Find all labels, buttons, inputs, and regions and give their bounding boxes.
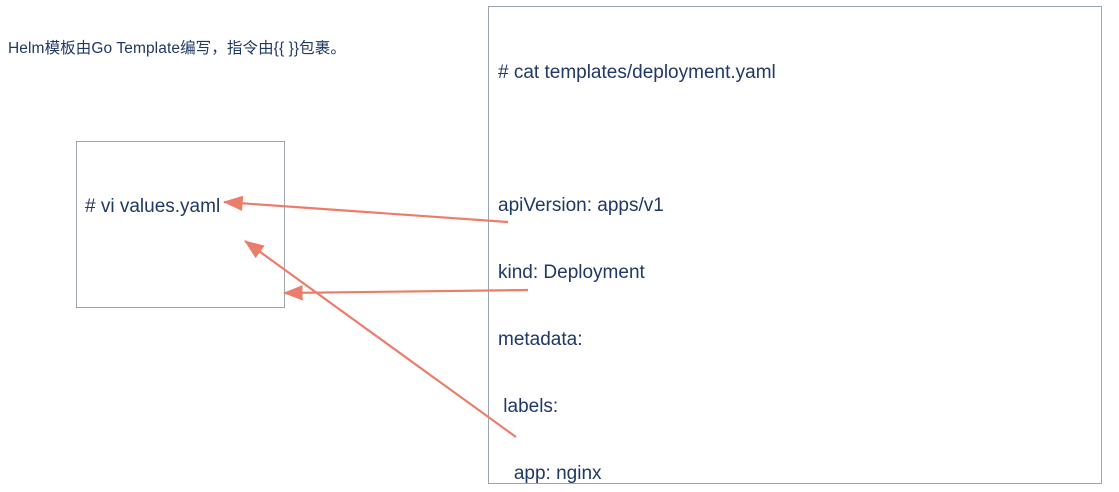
image-mapping-arrow	[244, 240, 517, 438]
deployment-line-6: app: nginx	[498, 462, 602, 484]
values-line-0: # vi values.yaml	[85, 195, 221, 217]
page-caption: Helm模板由Go Template编写，指令由{{ }}包裹。	[8, 40, 346, 57]
deployment-line-1	[498, 128, 1101, 150]
deployment-line-3: kind: Deployment	[498, 262, 645, 284]
values-yaml-code-box: # vi values.yaml replicaCount: 1 image: …	[76, 141, 285, 308]
deployment-line-2: apiVersion: apps/v1	[498, 195, 664, 217]
deployment-line-5: labels:	[498, 396, 559, 418]
deployment-line-4: metadata:	[498, 329, 583, 351]
values-line-1	[85, 262, 284, 284]
deployment-yaml-code-box: # cat templates/deployment.yaml apiVersi…	[488, 6, 1102, 484]
deployment-line-0: # cat templates/deployment.yaml	[498, 61, 776, 83]
